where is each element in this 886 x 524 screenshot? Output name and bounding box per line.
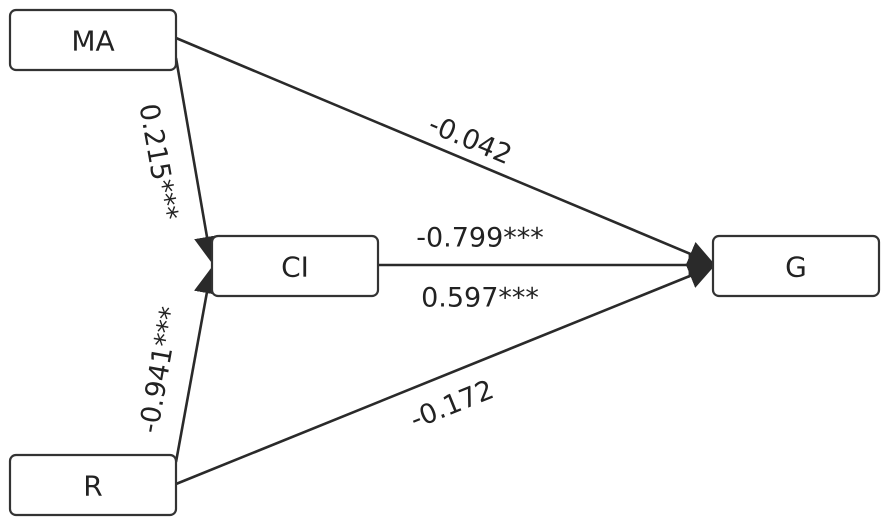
node-g-box: [711, 234, 881, 298]
edge-r-to-ci: [174, 267, 220, 463]
node-ci-label: CI: [281, 251, 309, 284]
node-ma-label: MA: [71, 25, 114, 58]
node-g-label: G: [785, 251, 807, 284]
edge-ma-to-ci: [174, 57, 220, 263]
node-r-label: R: [83, 470, 102, 503]
edge-r-to-g: [175, 263, 715, 486]
edge-label-r-ci: -0.941***: [134, 305, 187, 436]
edge-ma-to-g: [175, 36, 715, 266]
node-ma: MA: [8, 8, 178, 72]
edge-label-ci-g-top: -0.799***: [416, 223, 544, 254]
node-ci: CI: [210, 234, 380, 298]
node-ma-box: [8, 8, 178, 72]
edge-label-ma-ci: 0.215***: [133, 101, 184, 222]
edge-label-r-g: -0.172: [406, 374, 498, 435]
node-g: G: [711, 234, 881, 298]
node-ci-box: [210, 234, 380, 298]
node-r-box: [8, 453, 178, 517]
node-r: R: [8, 453, 178, 517]
edge-label-ci-g-bottom: 0.597***: [421, 283, 539, 314]
